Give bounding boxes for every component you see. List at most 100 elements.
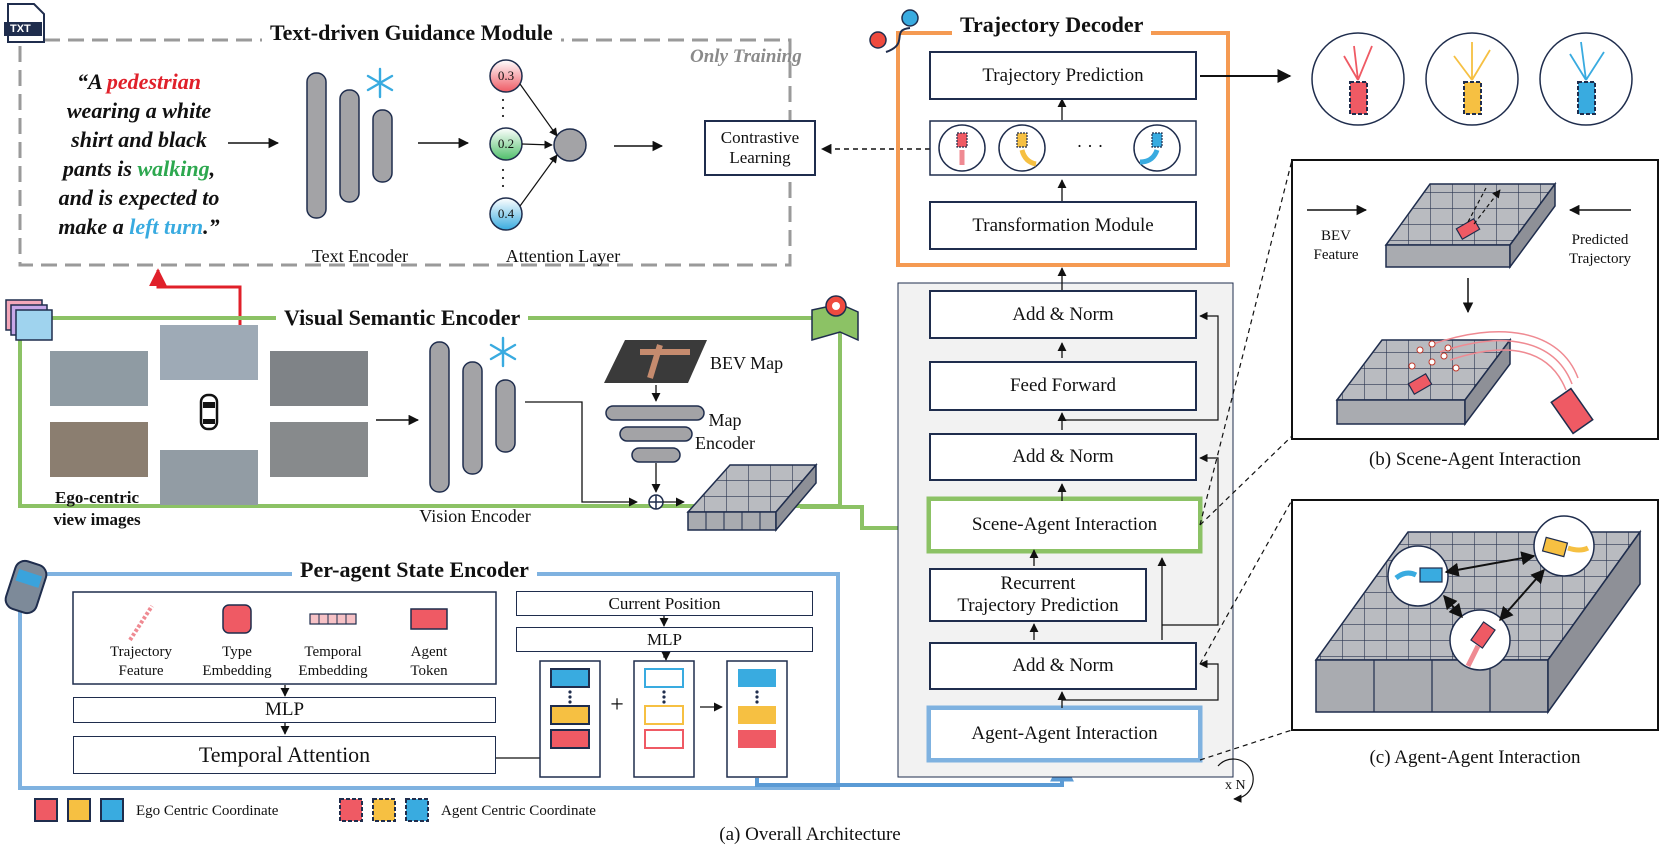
image-stack-icon (5, 299, 53, 341)
text-encoder-bar-1 (306, 72, 327, 219)
plus-sign: + (610, 692, 624, 718)
map-encoder-bar-1 (605, 405, 705, 421)
visual-encoder-title: Visual Semantic Encoder (276, 305, 529, 331)
attention-layer-label: Attention Layer (505, 246, 621, 266)
vision-encoder-bar-3 (495, 379, 516, 453)
guidance-quote: “A pedestrian wearing a white shirt and … (58, 69, 220, 239)
attention-ellipsis-2: ··· (500, 160, 506, 196)
agent-centric-legend-label: Agent Centric Coordinate (441, 803, 596, 819)
map-encoder-bar-2 (619, 426, 693, 442)
vision-encoder-bar-2 (462, 361, 483, 475)
output-circle-red (1311, 32, 1405, 126)
overall-architecture-caption: (a) Overall Architecture (719, 824, 901, 845)
bev-map-label: BEV Map (710, 353, 784, 373)
attention-output-node (553, 128, 587, 162)
ego-legend-red (34, 798, 58, 822)
output-circle-yellow (1425, 32, 1519, 126)
only-training-label: Only Training (690, 46, 802, 67)
caption-agent-agent: (c) Agent-Agent Interaction (1369, 747, 1581, 768)
ego-legend-blue (100, 798, 124, 822)
green-arrow-to-scene-agent (800, 505, 931, 540)
txt-icon-label: TXT (10, 23, 31, 35)
stack-ellipsis (568, 690, 759, 704)
red-link-to-text (149, 268, 242, 339)
output-circle-blue (1539, 32, 1633, 126)
camera-image-front-right (270, 351, 368, 406)
candidates-ellipsis: · · · (1076, 136, 1104, 156)
add-norm-bottom-box: Add & Norm (929, 642, 1197, 690)
current-position-box: Current Position (516, 591, 813, 616)
trajectory-prediction-box: Trajectory Prediction (929, 51, 1197, 100)
arrow-vision-to-sum (525, 401, 638, 507)
camera-image-back (160, 450, 258, 505)
scene-grid-bottom (1335, 330, 1594, 435)
text-encoder-bar-3 (372, 109, 393, 183)
transformation-module-box: Transformation Module (929, 201, 1197, 250)
temporal-attention-box: Temporal Attention (73, 736, 496, 774)
add-norm-top-box: Add & Norm (929, 290, 1197, 339)
temporal-embedding-icon (309, 613, 357, 625)
camera-image-back-left (50, 422, 148, 477)
attention-node-3 (489, 197, 523, 231)
map-encoder-bar-3 (631, 447, 681, 463)
ego-legend-yellow (67, 798, 91, 822)
attention-value-3: 0.4 (497, 206, 515, 221)
text-encoder-bar-2 (339, 89, 360, 203)
camera-image-back-right (270, 422, 368, 477)
attention-value-2: 0.2 (497, 136, 515, 151)
attention-node-1 (489, 59, 523, 93)
trajectory-feature-icon (128, 604, 154, 642)
state-legend-box (72, 591, 497, 685)
text-encoder-label: Text Encoder (311, 246, 409, 266)
sum-node (648, 494, 664, 510)
car-icon (199, 393, 219, 431)
mlp-left-box: MLP (73, 697, 496, 723)
scene-agent-interaction-box: Scene-Agent Interaction (931, 501, 1198, 549)
snowflake-icon-2 (489, 336, 517, 368)
add-norm-mid-box: Add & Norm (929, 433, 1197, 481)
camera-image-front (160, 325, 258, 380)
text-module-title: Text-driven Guidance Module (262, 20, 561, 46)
agent-agent-blue-border (926, 705, 1203, 763)
agent-car-icon (4, 559, 48, 615)
bev-feature-grid (686, 462, 818, 533)
ego-centric-legend-label: Ego Centric Coordinate (136, 803, 279, 819)
agent-token-icon (410, 608, 448, 630)
feed-forward-box: Feed Forward (929, 361, 1197, 411)
state-encoder-title: Per-agent State Encoder (292, 557, 537, 583)
caption-scene-agent: (b) Scene-Agent Interaction (1368, 449, 1582, 470)
mlp-right-box: MLP (516, 627, 813, 652)
agent-circle-red (1449, 609, 1511, 671)
route-icon (869, 9, 919, 53)
map-pin-icon (811, 295, 859, 342)
decoder-title: Trajectory Decoder (952, 12, 1152, 38)
agent-legend-yellow (372, 798, 396, 822)
agent-circle-yellow (1533, 515, 1595, 577)
agent-legend-red (339, 798, 363, 822)
agent-agent-interaction-box: Agent-Agent Interaction (931, 710, 1198, 758)
vision-encoder-label: Vision Encoder (419, 506, 531, 526)
attention-ellipsis-1: ··· (500, 90, 506, 126)
txt-file-icon (4, 3, 45, 43)
agent-legend-blue (405, 798, 429, 822)
repeat-count-label: x N (1225, 778, 1246, 793)
scene-grid-top (1384, 184, 1557, 270)
type-embedding-icon (222, 604, 252, 634)
attention-value-1: 0.3 (497, 68, 515, 83)
snowflake-icon (366, 67, 394, 99)
camera-image-front-left (50, 351, 148, 406)
vision-encoder-bar-1 (429, 341, 450, 493)
agent-circle-blue (1387, 545, 1449, 607)
repeat-loop-icon (1217, 758, 1254, 803)
